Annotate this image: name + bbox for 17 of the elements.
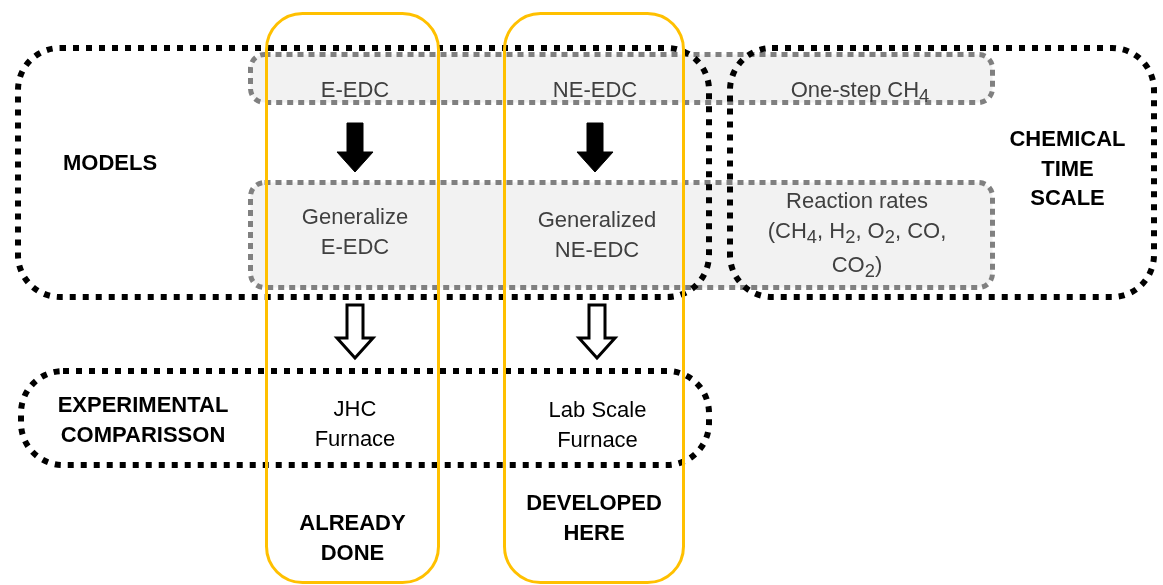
group-heading: MODELS bbox=[61, 149, 159, 177]
group-heading: DEVELOPED HERE bbox=[525, 489, 663, 547]
step-label: Generalize E-EDC bbox=[300, 203, 410, 261]
step-label: JHC Furnace bbox=[313, 395, 397, 453]
step-label: Reaction rates (CH$_{4}$, H$_{2}$, O$_{2}$, CO, CO$_{2}$) bbox=[766, 187, 948, 284]
hollow-block-arrow bbox=[333, 303, 377, 361]
group-heading: EXPERIMENTAL COMPARISSON bbox=[56, 391, 230, 449]
step-label: E-EDC bbox=[320, 76, 390, 104]
group-heading: CHEMICAL TIME SCALE bbox=[1008, 125, 1127, 213]
step-label: Generalized NE-EDC bbox=[536, 206, 658, 264]
step-label: One-step CH$_{4}$ bbox=[790, 76, 930, 109]
step-label: Lab Scale Furnace bbox=[547, 396, 648, 454]
hollow-block-arrow bbox=[575, 303, 619, 361]
solid-block-arrow bbox=[336, 122, 374, 173]
step-label: NE-EDC bbox=[552, 76, 638, 104]
group-heading: ALREADY DONE bbox=[298, 509, 407, 567]
solid-block-arrow bbox=[576, 122, 614, 173]
